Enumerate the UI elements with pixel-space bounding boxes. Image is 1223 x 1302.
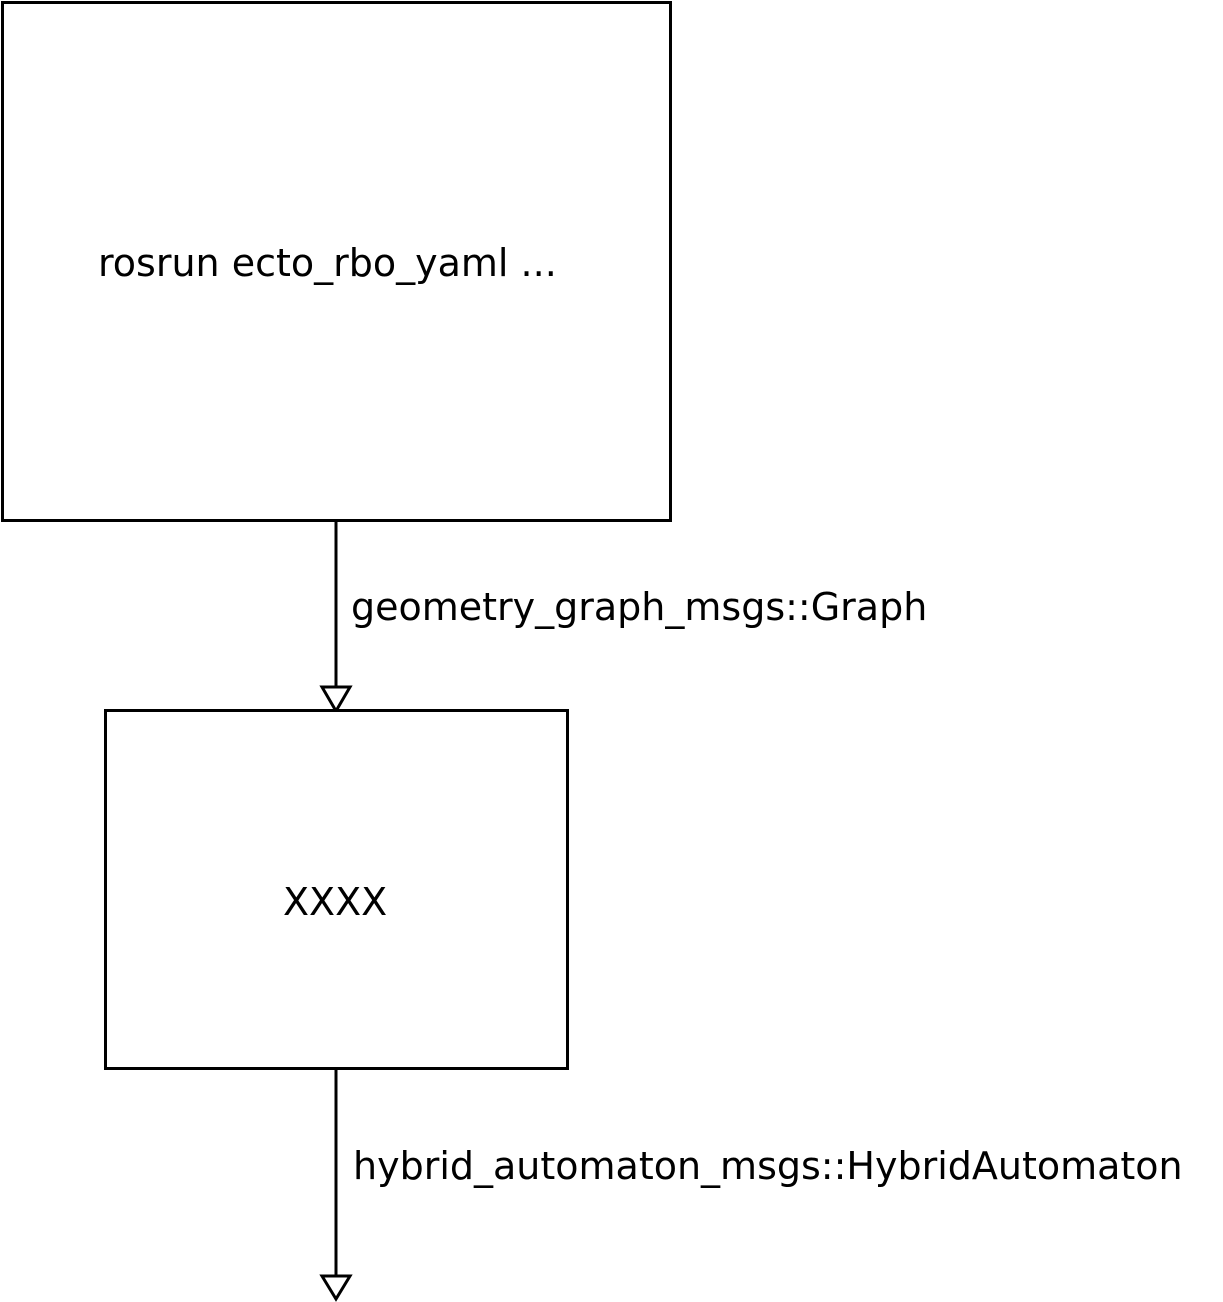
node-rosrun-ecto-rbo-yaml: rosrun ecto_rbo_yaml ... [1,1,672,522]
node-label: XXXX [283,880,388,924]
node-xxxx: XXXX [104,709,569,1070]
edge-label-graph: geometry_graph_msgs::Graph [351,585,928,629]
edge-label-hybrid-automaton: hybrid_automaton_msgs::HybridAutomaton [353,1144,1183,1188]
arrowhead-hybrid-automaton [319,1274,353,1302]
node-label: rosrun ecto_rbo_yaml ... [98,241,557,285]
arrowhead-graph [319,685,353,714]
